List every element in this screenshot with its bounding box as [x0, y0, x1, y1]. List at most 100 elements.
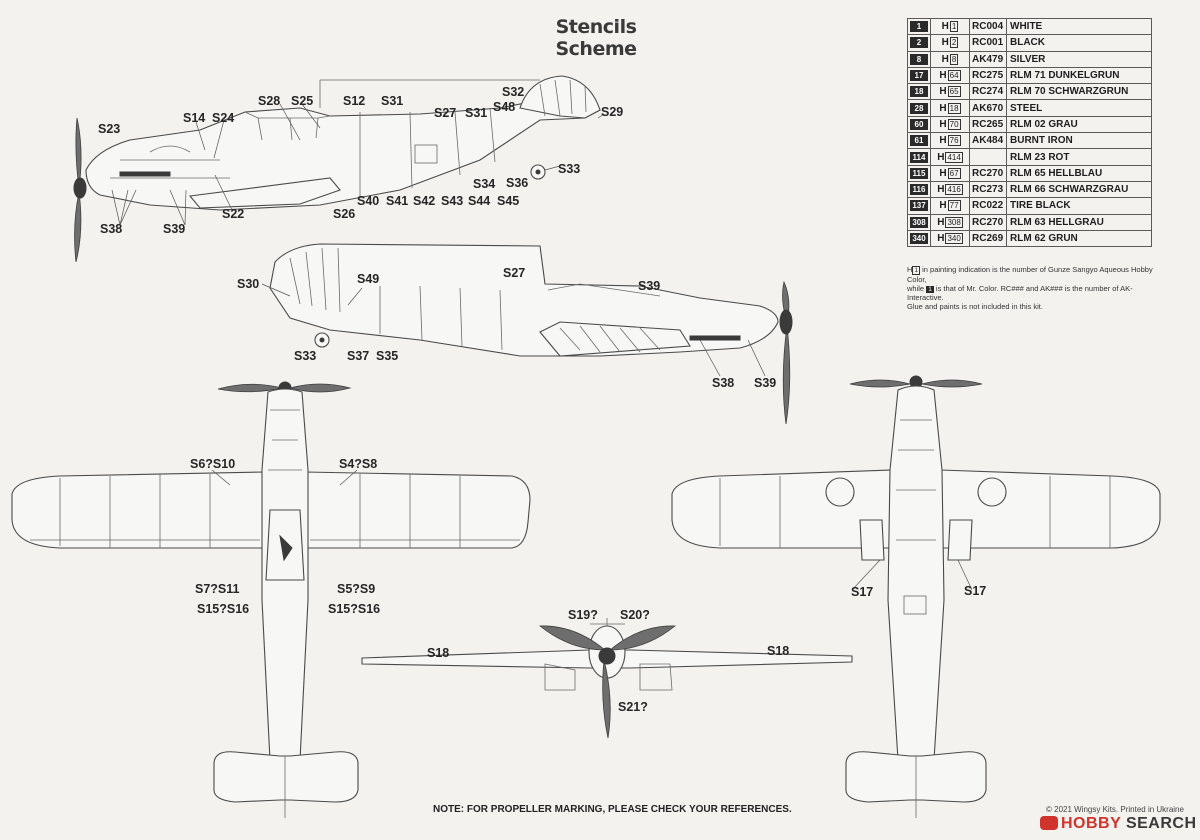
stencil-label: S39: [754, 376, 777, 390]
rc-ak-code: RC274: [969, 83, 1007, 101]
stencil-label: S42: [413, 194, 436, 208]
side-view-left-drawing: [73, 75, 601, 263]
stencil-label: S38: [712, 376, 735, 390]
stencil-label: S5?S9: [337, 582, 376, 596]
stencil-label: S18: [767, 644, 790, 658]
rc-ak-code: RC270: [969, 213, 1007, 231]
rc-ak-code: RC001: [969, 34, 1007, 52]
stencil-label: S25: [291, 94, 314, 108]
stencil-label: S33: [558, 162, 581, 176]
paint-number: 60: [907, 115, 931, 134]
color-name: STEEL: [1006, 99, 1152, 117]
color-name: RLM 23 ROT: [1006, 148, 1152, 166]
paint-number: 2: [907, 34, 931, 52]
paint-number: 1: [907, 17, 931, 36]
stencil-label: S6?S10: [190, 457, 236, 471]
rc-ak-code: RC265: [969, 115, 1007, 134]
stencil-label: S26: [333, 207, 356, 221]
rc-ak-code: RC270: [969, 164, 1007, 182]
rc-ak-code: AK479: [969, 50, 1007, 68]
paint-number: 137: [907, 197, 931, 215]
paint-number: 8: [907, 50, 931, 68]
paint-number: 17: [907, 66, 931, 85]
stencil-label: S20?: [620, 608, 650, 622]
front-view-drawing: [361, 618, 853, 739]
propeller-note: NOTE: FOR PROPELLER MARKING, PLEASE CHEC…: [433, 804, 792, 815]
stencil-label: S39: [638, 279, 661, 293]
paint-number: 28: [907, 99, 931, 117]
color-name: TIRE BLACK: [1006, 197, 1152, 215]
stencil-label: S35: [376, 349, 399, 363]
stencil-label: S36: [506, 176, 529, 190]
stencil-label: S4?S8: [339, 457, 378, 471]
hobby-search-watermark: HOBBY SEARCH: [1040, 815, 1197, 833]
stencil-label: S12: [343, 94, 366, 108]
stencil-label: S18: [427, 646, 450, 660]
paint-number: 115: [907, 164, 931, 182]
color-name: RLM 63 HELLGRAU: [1006, 213, 1152, 231]
stencil-label: S29: [601, 105, 624, 119]
rc-ak-code: AK484: [969, 132, 1007, 150]
stencil-label: S40: [357, 194, 380, 208]
stencil-label: S41: [386, 194, 409, 208]
copyright: © 2021 Wingsy Kits. Printed in Ukraine: [1046, 805, 1184, 814]
color-name: RLM 70 SCHWARZGRUN: [1006, 83, 1152, 101]
side-view-right-drawing: [269, 243, 793, 425]
color-name: RLM 62 GRUN: [1006, 229, 1152, 248]
bear-icon: [1040, 816, 1058, 830]
bottom-view-drawing: [671, 375, 1161, 818]
stencil-label: S39: [163, 222, 186, 236]
paint-number: 18: [907, 83, 931, 101]
stencil-label: S15?S16: [328, 602, 381, 616]
color-name: RLM 66 SCHWARZGRAU: [1006, 180, 1152, 199]
stencil-label: S28: [258, 94, 281, 108]
top-view-drawing: [11, 381, 531, 818]
stencil-label: S44: [468, 194, 491, 208]
stencil-label: S31: [465, 106, 488, 120]
stencil-label: S34: [473, 177, 496, 191]
color-name: BLACK: [1006, 34, 1152, 52]
color-name: RLM 02 GRAU: [1006, 115, 1152, 134]
rc-ak-code: RC022: [969, 197, 1007, 215]
stencil-label: S33: [294, 349, 317, 363]
stencil-label: S49: [357, 272, 380, 286]
stencil-label: S7?S11: [195, 582, 240, 596]
paint-note-line-3: Glue and paints is not included in this …: [907, 302, 1043, 311]
paint-number: 340: [907, 229, 931, 248]
stencil-label: S37: [347, 349, 370, 363]
stencil-label: S24: [212, 111, 235, 125]
rc-ak-code: RC275: [969, 66, 1007, 85]
page-title: Stencils Scheme: [555, 16, 637, 60]
color-name: BURNT IRON: [1006, 132, 1152, 150]
rc-ak-code: RC273: [969, 180, 1007, 199]
stencil-label: S21?: [618, 700, 648, 714]
stencil-label: S19?: [568, 608, 598, 622]
rc-ak-code: RC004: [969, 17, 1007, 36]
stencil-label: S17: [964, 584, 987, 598]
stencil-label: S31: [381, 94, 404, 108]
